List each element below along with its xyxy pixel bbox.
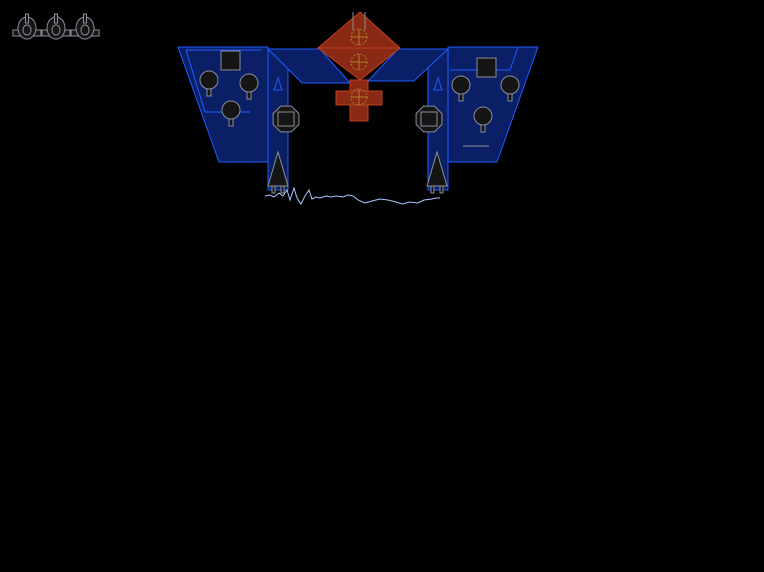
boss-arm-cannon — [415, 105, 443, 133]
boss-engine-fins — [267, 150, 448, 194]
boss-arm-cannons — [272, 105, 443, 133]
boss-core-modules — [350, 12, 368, 106]
boss-engine-fin — [426, 150, 448, 194]
boss-core-module — [350, 53, 368, 71]
boss-turret — [500, 75, 520, 102]
boss-right-wing-trim — [450, 46, 519, 71]
boss-turret — [221, 100, 241, 127]
boss-arm-cannon — [272, 105, 300, 133]
ship-icon — [70, 13, 100, 40]
boss-electric-beam — [264, 186, 440, 205]
boss-right-hatch — [476, 57, 497, 78]
boss-turret — [239, 73, 259, 100]
boss-ship — [177, 11, 539, 194]
boss-turret — [199, 70, 219, 97]
ship-icon — [41, 13, 71, 40]
boss-core-module — [350, 28, 368, 46]
boss-right-shoulder — [366, 48, 450, 82]
boss-turret — [473, 106, 493, 133]
boss-left-arm-arrow — [273, 76, 283, 91]
boss-turrets — [199, 70, 520, 133]
boss-left-hatch — [220, 50, 241, 71]
boss-engine-fin — [267, 150, 289, 194]
boss-turret — [451, 75, 471, 102]
boss-core-module — [350, 88, 368, 106]
boss-right-arm-arrow — [433, 76, 443, 91]
ship-icon — [12, 13, 42, 40]
lives-indicator — [12, 13, 100, 40]
